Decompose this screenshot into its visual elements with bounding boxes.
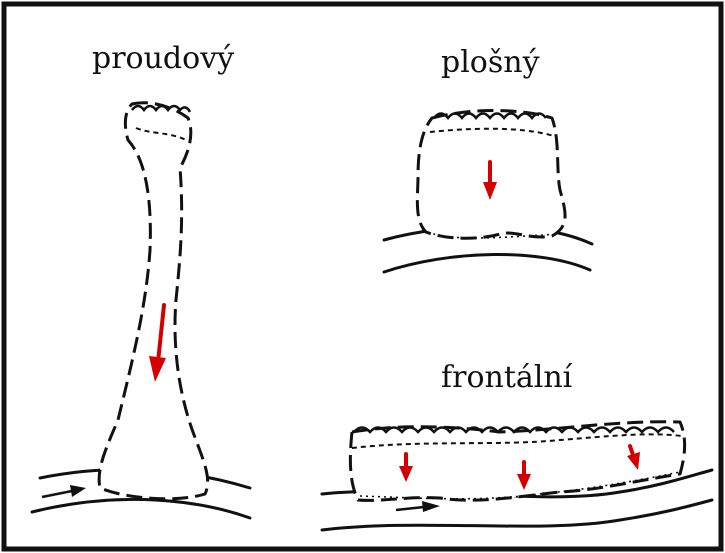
stream-flow-figure <box>32 103 250 518</box>
label-sheet: plošný <box>441 48 540 78</box>
stream-body <box>99 103 208 499</box>
stream-flow-arrow <box>42 485 86 497</box>
frontal-flow-arrow <box>396 501 440 512</box>
sheet-ground-lower <box>384 254 590 272</box>
sheet-flow-figure <box>384 111 592 273</box>
label-stream: proudový <box>92 44 234 74</box>
frontal-flow-figure <box>322 422 712 530</box>
label-frontal: frontální <box>441 363 572 393</box>
stream-ground-lower <box>32 499 250 518</box>
frontal-ground-lower <box>322 500 712 530</box>
